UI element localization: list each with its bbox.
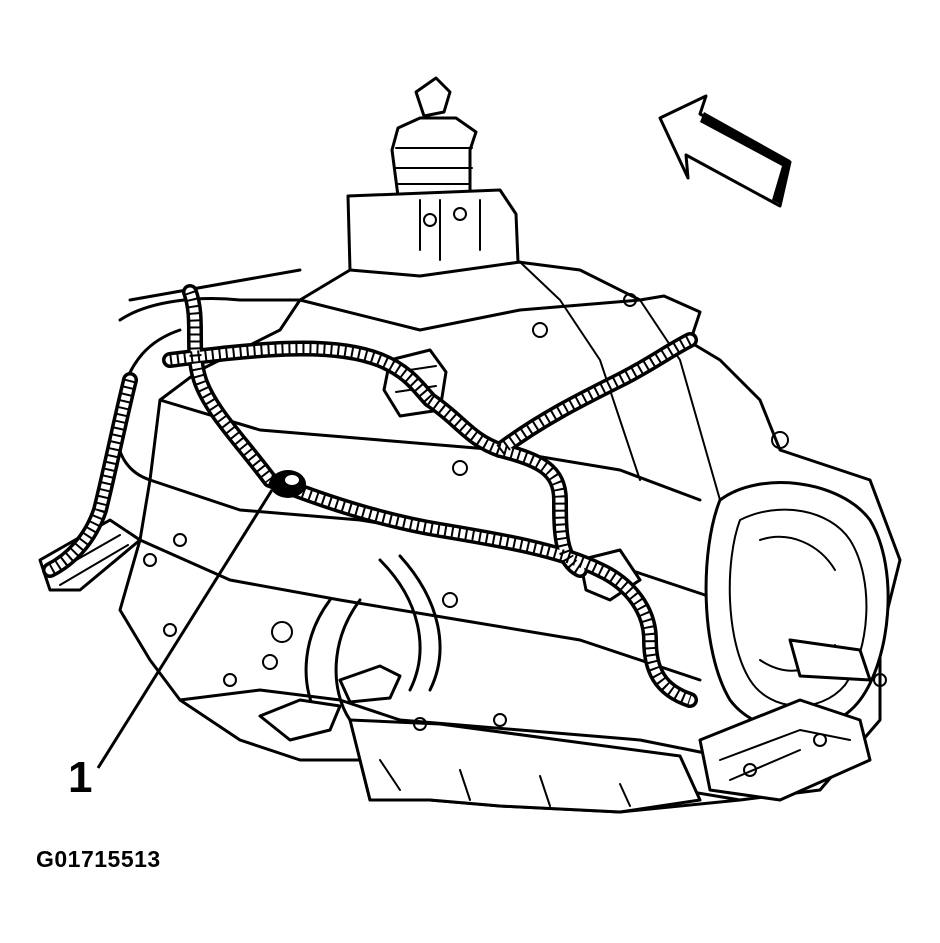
- callout-1-connector: [270, 470, 306, 498]
- figure-id: G01715513: [36, 846, 161, 872]
- front-direction-arrow-icon: [658, 94, 792, 208]
- callout-1-leader-line: [96, 489, 274, 769]
- wiring-harness: [42, 284, 698, 708]
- callout-number-1: 1: [68, 753, 93, 802]
